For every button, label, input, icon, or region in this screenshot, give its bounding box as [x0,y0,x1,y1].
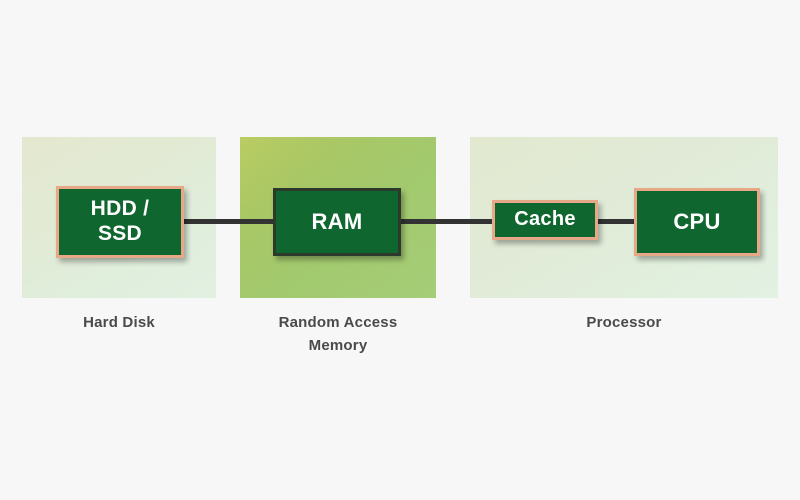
node-cpu[interactable]: CPU [634,188,760,256]
node-hdd-ssd-label: HDD / SSD [91,197,150,247]
connector-hdd-to-ram [182,219,275,224]
caption-hard-disk: Hard Disk [83,314,155,331]
node-cpu-label: CPU [673,209,721,235]
caption-ram-line1: Random Access [278,314,398,331]
node-cache[interactable]: Cache [492,200,598,240]
node-ram[interactable]: RAM [273,188,401,256]
node-hdd-ssd-label-line2: SSD [97,222,143,245]
caption-ram-line2: Memory [308,337,368,355]
node-ram-label: RAM [311,209,363,235]
node-hdd-ssd-label-line1: HDD / [90,197,150,221]
caption-processor: Processor [586,314,662,331]
connector-cache-to-cpu [596,219,636,224]
connector-ram-to-cache [398,219,494,224]
node-cache-label: Cache [514,208,576,231]
node-hdd-ssd[interactable]: HDD / SSD [56,186,184,258]
caption-random-access-memory: Random Access Memory [240,311,436,358]
